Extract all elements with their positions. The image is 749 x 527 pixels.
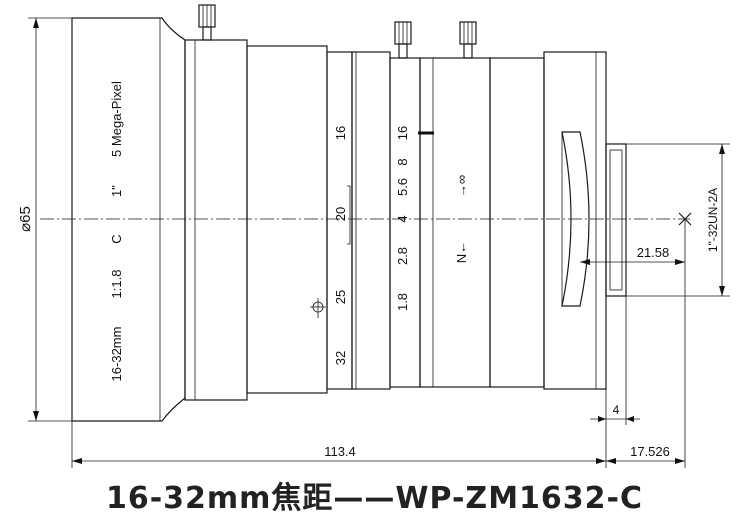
zoom-scale: 16 20 25 32 bbox=[310, 126, 351, 365]
thread-label: 1"-32UN-2A bbox=[706, 188, 720, 252]
thread-dimension: 1"-32UN-2A bbox=[626, 143, 730, 297]
side-print: 16-32mm 1:1.8 C 1" 5 Mega-Pixel bbox=[109, 81, 124, 382]
fstop-5-6: 5.6 bbox=[395, 178, 410, 196]
fstop-1-8: 1.8 bbox=[395, 293, 410, 311]
lock-screw-3 bbox=[459, 21, 477, 59]
zoom-scale-32: 32 bbox=[333, 351, 348, 365]
lock-screw-1 bbox=[198, 4, 216, 41]
rear-barrel bbox=[543, 51, 607, 390]
side-print-format: 1" bbox=[109, 185, 124, 197]
zoom-scale-16: 16 bbox=[333, 126, 348, 140]
flange-dimension: 17.526 bbox=[606, 212, 692, 468]
focus-far-mark: →∞ bbox=[454, 175, 469, 197]
zoom-scale-20: 20 bbox=[333, 207, 348, 221]
side-print-aperture: 1:1.8 bbox=[109, 270, 124, 299]
fstop-8: 8 bbox=[395, 158, 410, 165]
focus-near-mark: N← bbox=[454, 241, 469, 263]
length-label: 113.4 bbox=[324, 444, 356, 459]
diameter-label: ⌀65 bbox=[17, 206, 34, 232]
fstop-2-8: 2.8 bbox=[395, 247, 410, 265]
side-print-mount: C bbox=[109, 234, 124, 243]
front-hood bbox=[71, 17, 186, 422]
fstop-4: 4 bbox=[395, 215, 410, 222]
fstop-16: 16 bbox=[395, 126, 410, 140]
length-dimension: 113.4 bbox=[71, 389, 607, 468]
side-print-focal: 16-32mm bbox=[109, 327, 124, 382]
flange-label: 17.526 bbox=[630, 444, 670, 459]
lens-body bbox=[71, 17, 627, 422]
c-mount-thread bbox=[605, 143, 627, 297]
drawing-caption: 16-32mm焦距——WP-ZM1632-C bbox=[105, 481, 644, 516]
zoom-scale-25: 25 bbox=[333, 290, 348, 304]
mount-step-label: 4 bbox=[613, 403, 620, 417]
mount-depth-label: 21.58 bbox=[637, 245, 670, 260]
side-print-resolution: 5 Mega-Pixel bbox=[109, 81, 124, 157]
mount-depth-dimension: 21.58 bbox=[580, 245, 685, 265]
diameter-dimension: ⌀65 bbox=[17, 17, 72, 422]
zoom-ring-section bbox=[246, 45, 328, 394]
focus-ring bbox=[419, 57, 491, 388]
fstop-scale: 16 8 5.6 4 2.8 1.8 bbox=[395, 126, 410, 311]
lock-screw-2 bbox=[394, 21, 412, 59]
mount-step-dimension: 4 bbox=[590, 296, 640, 425]
